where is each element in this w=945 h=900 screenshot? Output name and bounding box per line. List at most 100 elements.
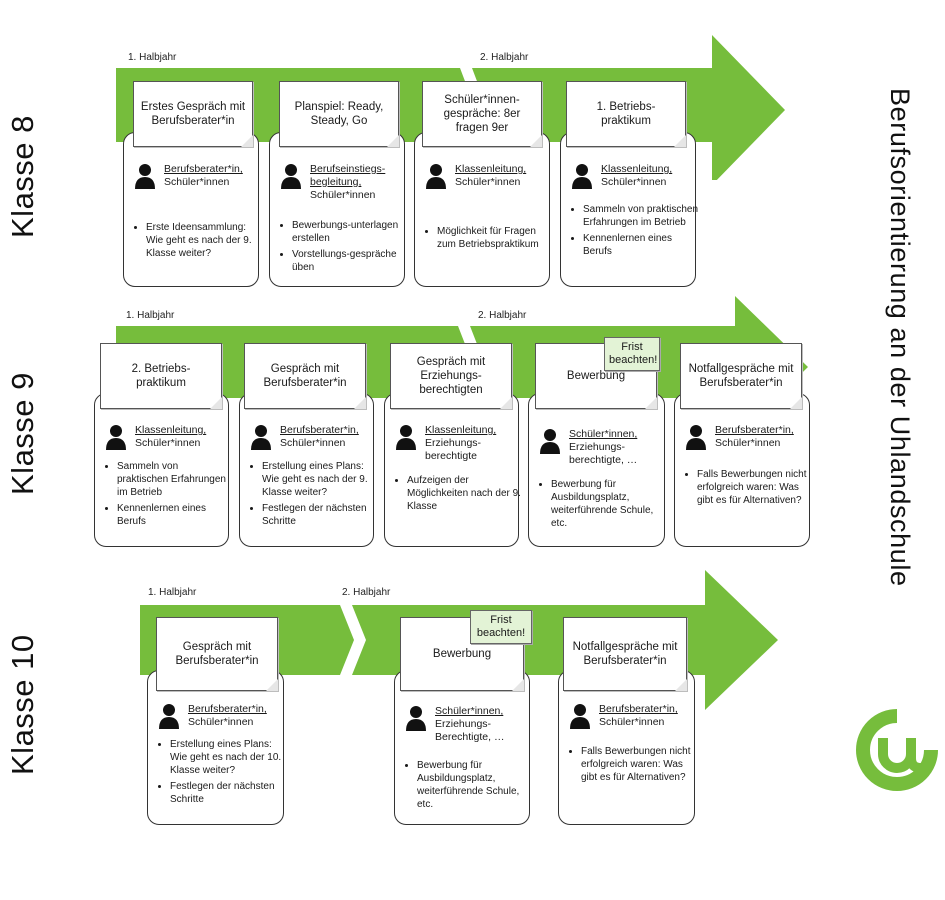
- secondary-participant: Schüler*innen: [135, 437, 201, 449]
- step-details: Sammeln von praktischen Erfahrungen im B…: [101, 460, 232, 531]
- person-icon: [406, 706, 426, 731]
- step-details: Erstellung eines Plans: Wie geht es nach…: [246, 460, 377, 531]
- secondary-participant: Schüler*innen: [310, 189, 376, 201]
- detail-item: Aufzeigen der Möglichkeiten nach der 9. …: [407, 474, 522, 513]
- secondary-participant: Schüler*innen: [455, 176, 521, 188]
- klasse-10-step-1-card: Berufsberater*in,Schüler*innen Erstellun…: [147, 670, 284, 825]
- detail-item: Erstellung eines Plans: Wie geht es nach…: [262, 460, 377, 499]
- klasse-10-step-2-card: Schüler*innen,Erziehungs-Berechtigte, … …: [394, 670, 530, 825]
- klasse-10-half-2: 2. Halbjahr: [342, 587, 391, 598]
- detail-item: Erstellung eines Plans: Wie geht es nach…: [170, 738, 286, 777]
- person-icon: [281, 164, 301, 189]
- participants: Berufsberater*in,Schüler*innen: [685, 424, 794, 450]
- detail-item: Kennenlernen eines Berufs: [583, 232, 699, 258]
- secondary-participant: Erziehungs-berechtigte, …: [569, 441, 638, 466]
- participants: Berufsberater*in,Schüler*innen: [158, 703, 267, 729]
- klasse-9-half-1: 1. Halbjahr: [126, 310, 175, 321]
- participants: Berufsberater*in,Schüler*innen: [250, 424, 359, 450]
- detail-item: Sammeln von praktischen Erfahrungen im B…: [117, 460, 232, 499]
- secondary-participant: Erziehungs-Berechtigte, …: [435, 718, 505, 743]
- klasse-9-step-1-title: 2. Betriebs-praktikum: [100, 343, 222, 409]
- step-details: Bewerbung für Ausbildungsplatz, weiterfü…: [535, 478, 666, 533]
- secondary-participant: Schüler*innen: [715, 437, 781, 449]
- klasse-9-step-5-title: Notfallgespräche mit Berufsberater*in: [680, 343, 802, 409]
- detail-item: Festlegen der nächsten Schritte: [262, 502, 377, 528]
- klasse-8-step-1-title: Erstes Gespräch mit Berufsberater*in: [133, 81, 253, 147]
- klasse-8-step-3-card: Klassenleitung,Schüler*innen Möglichkeit…: [414, 132, 550, 287]
- klasse-8-half-2: 2. Halbjahr: [480, 52, 529, 63]
- klasse-10-half-1: 1. Halbjahr: [148, 587, 197, 598]
- klasse-8-step-4-card: Klassenleitung,Schüler*innen Sammeln von…: [560, 132, 699, 287]
- primary-participant: Schüler*innen,: [569, 428, 638, 440]
- person-icon: [572, 164, 592, 189]
- klasse-9-step-2-card: Berufsberater*in,Schüler*innen Erstellun…: [239, 393, 374, 547]
- person-icon: [686, 425, 706, 450]
- participants: Klassenleitung,Schüler*innen: [425, 163, 526, 189]
- detail-item: Festlegen der nächsten Schritte: [170, 780, 286, 806]
- participants: Berufseinstiegs-begleitung,Schüler*innen: [280, 163, 394, 202]
- primary-participant: Klassenleitung,: [425, 424, 497, 436]
- klasse-8-step-3-title: Schüler*innen-gespräche: 8er fragen 9er: [422, 81, 542, 147]
- primary-participant: Klassenleitung,: [455, 163, 527, 175]
- klasse-9-step-3-title: Gespräch mit Erziehungs-berechtigten: [390, 343, 512, 409]
- secondary-participant: Schüler*innen: [164, 176, 230, 188]
- main-title: Berufsorientierung an der Uhlandschule: [885, 88, 915, 587]
- primary-participant: Berufsberater*in,: [715, 424, 794, 436]
- step-details: Aufzeigen der Möglichkeiten nach der 9. …: [391, 474, 522, 516]
- secondary-participant: Schüler*innen: [599, 716, 665, 728]
- participants: Berufsberater*in,Schüler*innen: [134, 163, 243, 189]
- person-icon: [396, 425, 416, 450]
- klasse-10-step-3-title: Notfallgespräche mit Berufsberater*in: [563, 617, 687, 691]
- primary-participant: Berufsberater*in,: [599, 703, 678, 715]
- person-icon: [159, 704, 179, 729]
- secondary-participant: Schüler*innen: [188, 716, 254, 728]
- person-icon: [426, 164, 446, 189]
- klasse-9-step-2-title: Gespräch mit Berufsberater*in: [244, 343, 366, 409]
- secondary-participant: Erziehungs-berechtigte: [425, 437, 482, 462]
- participants: Berufsberater*in,Schüler*innen: [569, 703, 678, 729]
- step-details: Erste Ideensammlung: Wie geht es nach de…: [130, 221, 261, 263]
- primary-participant: Berufsberater*in,: [280, 424, 359, 436]
- primary-participant: Klassenleitung,: [601, 163, 673, 175]
- detail-item: Falls Bewerbungen nicht erfolgreich ware…: [697, 468, 813, 507]
- step-details: Bewerbung für Ausbildungsplatz, weiterfü…: [401, 759, 529, 814]
- klasse-9-half-2: 2. Halbjahr: [478, 310, 527, 321]
- primary-participant: Schüler*innen,: [435, 705, 504, 717]
- detail-item: Vorstellungs-gespräche üben: [292, 248, 404, 274]
- step-details: Falls Bewerbungen nicht erfolgreich ware…: [681, 468, 813, 510]
- detail-item: Sammeln von praktischen Erfahrungen im B…: [583, 203, 699, 229]
- person-icon: [135, 164, 155, 189]
- participants: Schüler*innen,Erziehungs-Berechtigte, …: [405, 705, 515, 744]
- klasse-9-step-4-card: Schüler*innen,Erziehungs-berechtigte, … …: [528, 393, 665, 547]
- step-details: Sammeln von praktischen Erfahrungen im B…: [567, 203, 699, 261]
- detail-item: Bewerbung für Ausbildungsplatz, weiterfü…: [551, 478, 666, 530]
- step-details: Falls Bewerbungen nicht erfolgreich ware…: [565, 745, 697, 787]
- participants: Klassenleitung,Erziehungs-berechtigte: [395, 424, 505, 463]
- participants: Klassenleitung,Schüler*innen: [105, 424, 206, 450]
- klasse-9-step-5-card: Berufsberater*in,Schüler*innen Falls Bew…: [674, 393, 810, 547]
- klasse-9-step-3-card: Klassenleitung,Erziehungs-berechtigte Au…: [384, 393, 522, 547]
- klasse-8-step-2-card: Berufseinstiegs-begleitung,Schüler*innen…: [269, 132, 405, 287]
- participants: Schüler*innen,Erziehungs-berechtigte, …: [539, 428, 649, 467]
- klasse-10-step-1-title: Gespräch mit Berufsberater*in: [156, 617, 278, 691]
- step-details: Möglichkeit für Fragen zum Betriebsprakt…: [421, 225, 553, 254]
- person-icon: [570, 704, 590, 729]
- person-icon: [106, 425, 126, 450]
- detail-item: Bewerbungs-unterlagen erstellen: [292, 219, 404, 245]
- primary-participant: Berufseinstiegs-begleitung,: [310, 163, 386, 188]
- step-details: Erstellung eines Plans: Wie geht es nach…: [154, 738, 286, 809]
- klasse-10-half-separator: [340, 605, 366, 675]
- person-icon: [540, 429, 560, 454]
- secondary-participant: Schüler*innen: [280, 437, 346, 449]
- person-icon: [251, 425, 271, 450]
- klasse-8-step-1-card: Berufsberater*in,Schüler*innen Erste Ide…: [123, 132, 259, 287]
- participants: Klassenleitung,Schüler*innen: [571, 163, 672, 189]
- primary-participant: Berufsberater*in,: [188, 703, 267, 715]
- secondary-participant: Schüler*innen: [601, 176, 667, 188]
- klasse-9-step-1-card: Klassenleitung,Schüler*innen Sammeln von…: [94, 393, 229, 547]
- klasse-9-frist-note: Frist beachten!: [604, 337, 660, 371]
- detail-item: Erste Ideensammlung: Wie geht es nach de…: [146, 221, 261, 260]
- primary-participant: Berufsberater*in,: [164, 163, 243, 175]
- detail-item: Falls Bewerbungen nicht erfolgreich ware…: [581, 745, 697, 784]
- detail-item: Kennenlernen eines Berufs: [117, 502, 232, 528]
